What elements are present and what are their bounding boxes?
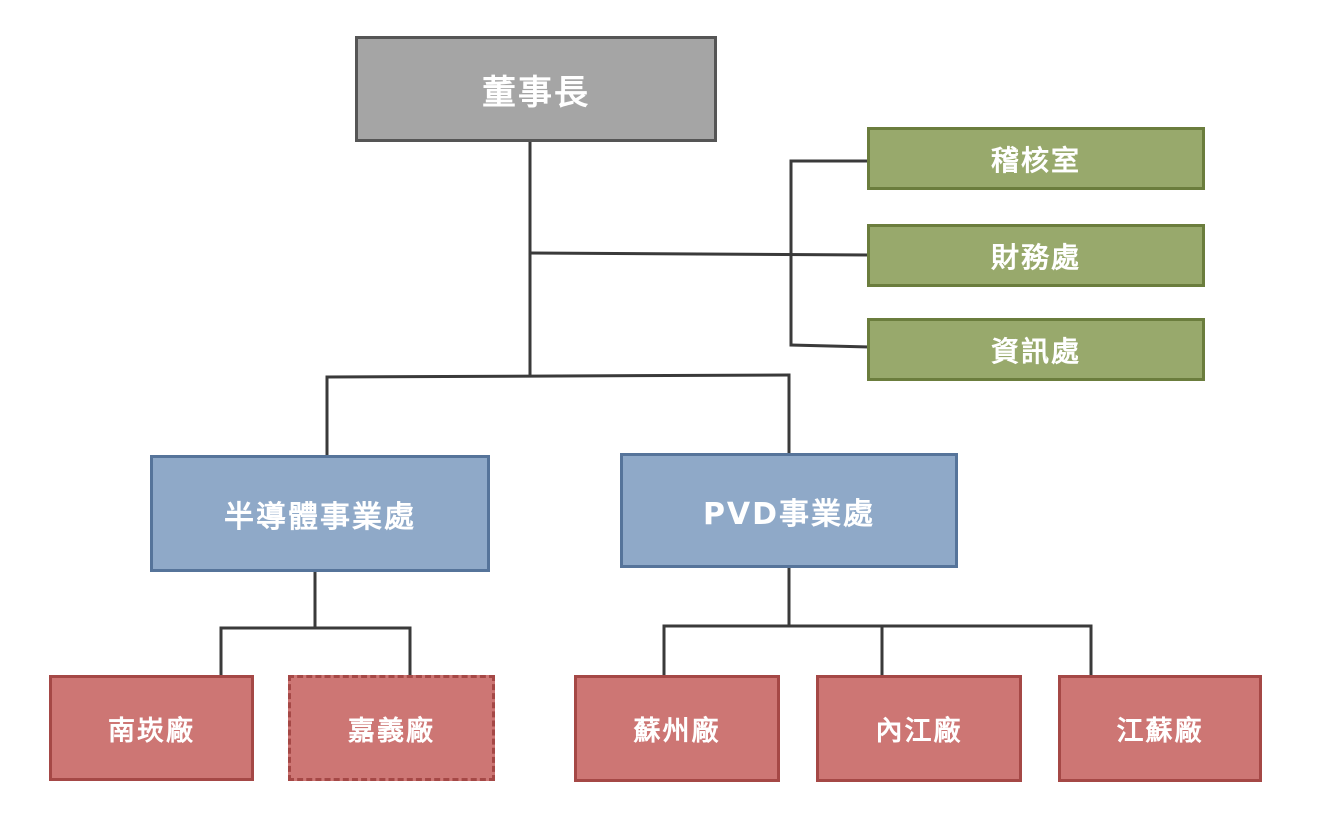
node-label: 半導體事業處 <box>224 499 416 535</box>
node-label: 董事長 <box>482 72 590 113</box>
node-label: 蘇州廠 <box>633 716 721 747</box>
node-audit-office[interactable]: 稽核室 <box>867 127 1205 190</box>
node-label: 稽核室 <box>990 143 1081 177</box>
connector-bu-bus <box>325 373 791 379</box>
connector-it <box>789 343 870 349</box>
node-label: 資訊處 <box>990 334 1081 368</box>
node-chiayi-plant[interactable]: 嘉義廠 <box>288 675 495 781</box>
node-label: PVD事業處 <box>702 496 876 532</box>
node-label: 內江廠 <box>875 716 963 747</box>
node-it-division[interactable]: 資訊處 <box>867 318 1205 381</box>
node-label: 南崁廠 <box>108 715 195 747</box>
node-label: 江蘇廠 <box>1116 716 1204 747</box>
node-pvd-bu[interactable]: PVD事業處 <box>620 453 958 568</box>
node-finance-division[interactable]: 財務處 <box>867 224 1205 287</box>
node-semiconductor-bu[interactable]: 半導體事業處 <box>150 455 490 572</box>
node-neijiang-plant[interactable]: 內江廠 <box>816 675 1022 782</box>
node-jiangsu-plant[interactable]: 江蘇廠 <box>1058 675 1262 782</box>
node-label: 嘉義廠 <box>348 715 435 747</box>
node-label: 財務處 <box>990 240 1081 274</box>
node-chairman[interactable]: 董事長 <box>355 36 717 142</box>
node-nankan-plant[interactable]: 南崁廠 <box>49 675 254 781</box>
connector-staff-branch <box>528 251 870 257</box>
node-suzhou-plant[interactable]: 蘇州廠 <box>574 675 780 782</box>
